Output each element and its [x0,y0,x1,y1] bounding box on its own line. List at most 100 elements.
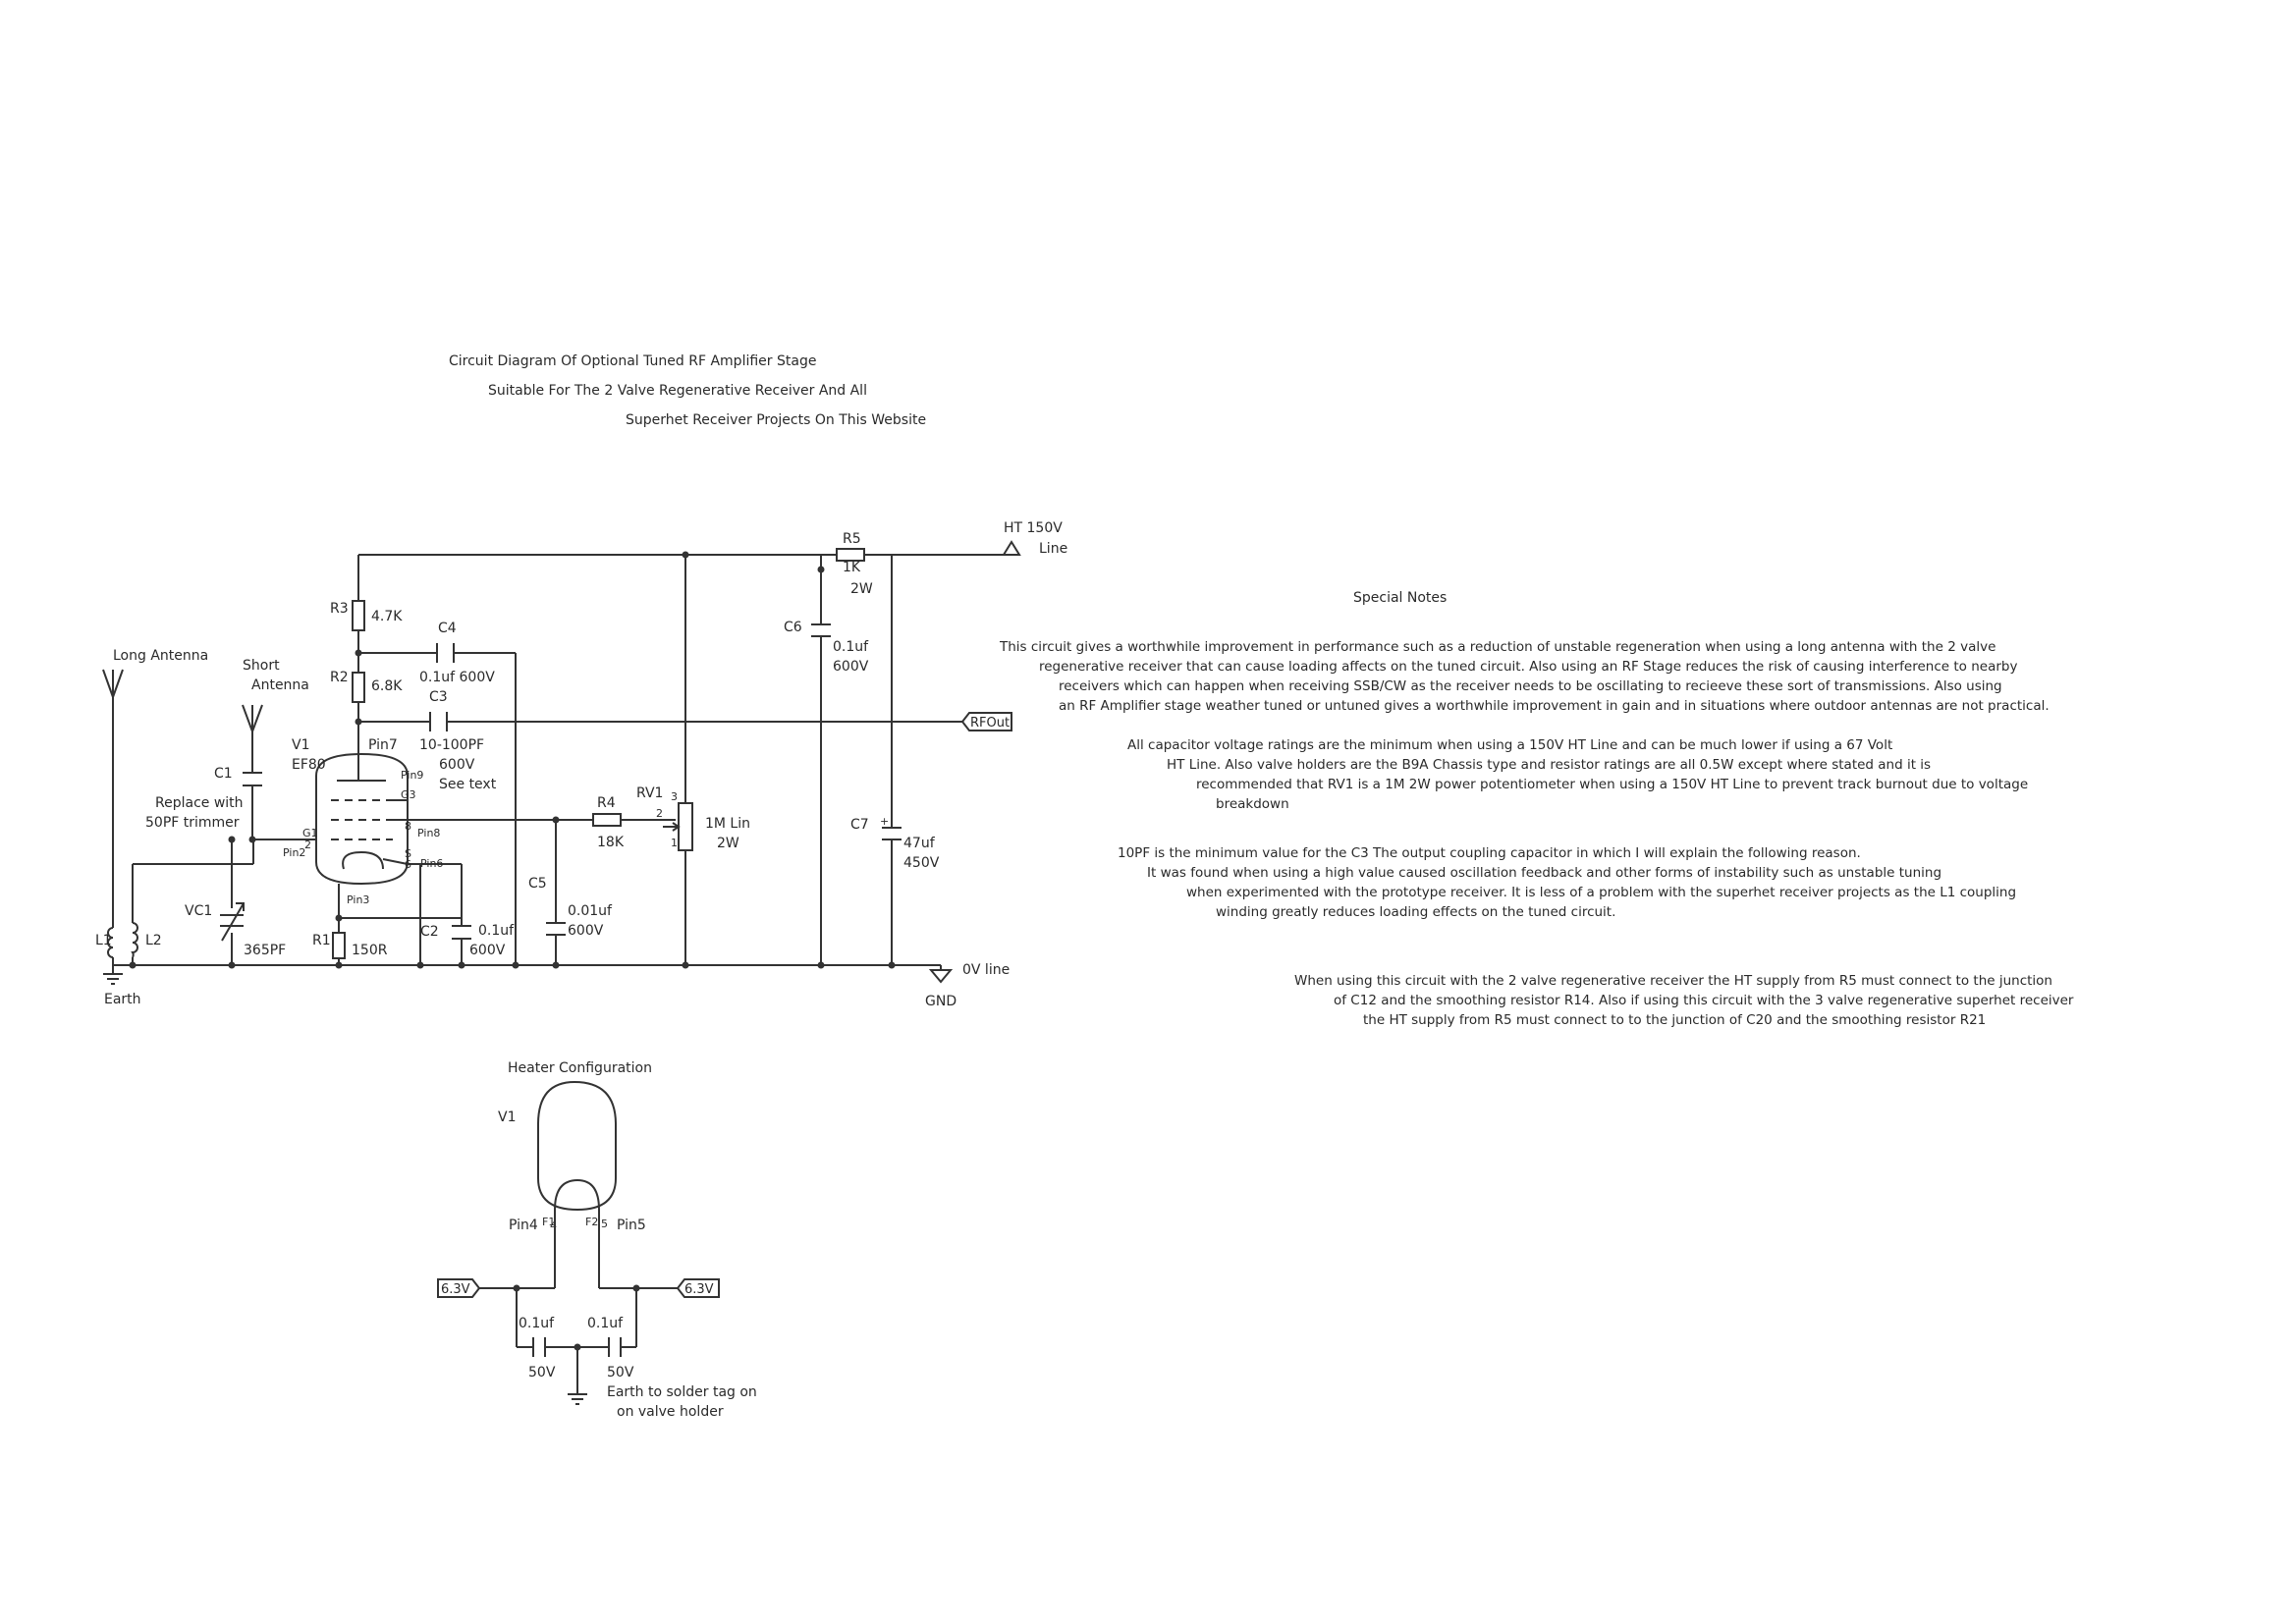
resistor-r2: R2 6.8K [330,670,403,703]
heater-cap1-value: 0.1uf [519,1316,555,1331]
l1-label: L1 [95,933,112,948]
r5-value: 1K [843,560,861,575]
capacitor-c5: C5 0.01uf 600V [528,876,613,939]
c2-value: 0.1uf [478,923,515,939]
pin7-label: Pin7 [368,737,398,753]
note-para4-line2: of C12 and the smoothing resistor R14. A… [1334,993,2074,1008]
note-para4-line1: When using this circuit with the 2 valve… [1294,973,2052,989]
pin8-label: Pin8 [417,827,440,839]
c7-value: 47uf [903,836,936,851]
gnd-symbol: GND 0V line [925,962,1010,1009]
valve-v1: V1 EF80 Pin7 Pin9 G3 8 Pin8 S 6 Pin6 G1 … [283,737,443,906]
g1-label: G1 [302,827,318,839]
title-line-3: Superhet Receiver Projects On This Websi… [626,412,926,428]
heater-v1-label: V1 [498,1110,516,1125]
r4-value: 18K [597,835,625,850]
note-para3-line2: It was found when using a high value cau… [1147,865,1941,881]
pin2-label: Pin2 [283,846,305,859]
ht-terminal: HT 150V Line [1002,520,1067,557]
short-antenna-label-2: Antenna [251,677,309,693]
c2-label: C2 [420,924,439,940]
rv1-pin3: 3 [671,790,678,803]
heater-f1: F1 [542,1216,555,1228]
rv1-pin1: 1 [671,837,678,849]
title-line-1: Circuit Diagram Of Optional Tuned RF Amp… [449,353,816,369]
pin-num-8: 8 [405,820,411,833]
note-para1-line3: receivers which can happen when receivin… [1059,678,2002,694]
c3-voltage: 600V [439,757,475,773]
g3-label: G3 [401,788,416,801]
pin9-label: Pin9 [401,769,423,782]
heater-pin5: Pin5 [617,1218,646,1233]
rv1-pin2: 2 [656,807,663,820]
c3-note: See text [439,777,497,792]
note-para2-line1: All capacitor voltage ratings are the mi… [1127,737,1892,753]
notes-heading: Special Notes [1353,590,1447,606]
heater-num4: 4 [550,1219,557,1232]
ht-label: HT 150V [1004,520,1063,536]
heater-earth-1: Earth to solder tag on [607,1384,757,1400]
c6-voltage: 600V [833,659,869,675]
l2-label: L2 [145,933,162,948]
c6-label: C6 [784,620,802,635]
resistor-r3: R3 4.7K [330,600,403,631]
schematic-wires [112,554,1011,974]
c5-label: C5 [528,876,547,892]
coil-l1-l2: L1 L2 [95,922,162,958]
c2-voltage: 600V [469,943,506,958]
special-notes: Special Notes This circuit gives a worth… [999,590,2074,1028]
earth-symbol: Earth [103,973,141,1007]
long-antenna-label: Long Antenna [113,648,208,664]
r3-label: R3 [330,601,349,617]
long-antenna: Long Antenna [102,648,208,698]
r1-label: R1 [312,933,331,948]
note-para2-line3: recommended that RV1 is a 1M 2W power po… [1196,777,2028,792]
c7-plus: + [880,815,889,828]
capacitor-c6: C6 0.1uf 600V [784,620,869,675]
r5-label: R5 [843,531,861,547]
note-para2-line4: breakdown [1216,796,1289,812]
short-antenna: Short Antenna [242,658,309,751]
earth-label: Earth [104,992,141,1007]
note-para2-line2: HT Line. Also valve holders are the B9A … [1167,757,1931,773]
c4-label: C4 [438,621,457,636]
vc1-label: VC1 [185,903,212,919]
v1-type: EF80 [292,757,326,773]
c7-label: C7 [850,817,869,833]
heater-cap2-value: 0.1uf [587,1316,624,1331]
heater-configuration: Heater Configuration V1 F1 4 F2 5 Pin4 P… [437,1060,757,1420]
r1-value: 150R [352,943,388,958]
heater-cap2-voltage: 50V [607,1365,634,1380]
heater-num5: 5 [601,1218,608,1230]
s-label: S [405,847,411,860]
capacitor-c3: C3 10-100PF 600V See text [419,689,497,792]
c5-voltage: 600V [568,923,604,939]
heater-earth-2: on valve holder [617,1404,724,1420]
rv1-power: 2W [717,836,739,851]
capacitor-c1: C1 Replace with 50PF trimmer [145,766,262,831]
pin6-label: Pin6 [420,857,443,870]
c1-note-2: 50PF trimmer [145,815,240,831]
rfout-terminal: RFOut [960,712,1012,731]
resistor-r4: R4 18K [592,795,625,850]
c6-value: 0.1uf [833,639,869,655]
heater-pin4: Pin4 [509,1218,538,1233]
c7-voltage: 450V [903,855,940,871]
rv1-value: 1M Lin [705,816,750,832]
short-antenna-label-1: Short [243,658,280,674]
pin-num-2: 2 [304,839,311,851]
c1-label: C1 [214,766,233,782]
heater-v-right: 6.3V [684,1282,714,1297]
junction-dots [129,551,896,969]
note-para1-line4: an RF Amplifier stage weather tuned or u… [1059,698,2050,714]
rfout-label: RFOut [970,716,1010,731]
r2-value: 6.8K [371,678,403,694]
capacitor-c7: C7 + 47uf 450V [850,815,940,871]
note-para3-line1: 10PF is the minimum value for the C3 The… [1118,845,1861,861]
title-line-2: Suitable For The 2 Valve Regenerative Re… [488,383,867,399]
c3-value: 10-100PF [419,737,484,753]
vc1-value: 365PF [244,943,286,958]
r5-power: 2W [850,581,873,597]
variable-capacitor-vc1: VC1 365PF [185,902,286,958]
c5-value: 0.01uf [568,903,613,919]
